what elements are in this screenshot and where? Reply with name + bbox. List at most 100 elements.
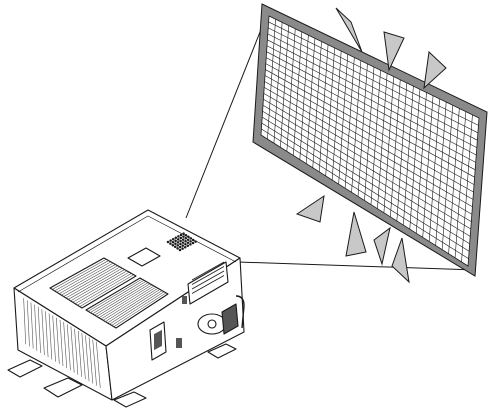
grille-dot <box>181 244 185 247</box>
grid-line-horizontal <box>263 93 473 215</box>
front-vent-slot <box>92 339 97 386</box>
vent-slot <box>107 289 161 324</box>
front-vent-slot <box>34 304 38 351</box>
front-vent-slot <box>96 341 101 388</box>
screen-test-grid <box>261 19 479 262</box>
grille-dot <box>176 244 180 247</box>
grille-dot <box>178 245 182 249</box>
front-vent-slot <box>52 315 56 362</box>
grid-line-horizontal <box>264 87 473 208</box>
grille-dot <box>187 235 190 239</box>
vent-slot <box>77 273 132 306</box>
grid-line-horizontal <box>265 63 475 178</box>
front-vent-slot <box>41 309 45 356</box>
grid-line-horizontal <box>262 110 471 237</box>
vent-slot <box>63 265 118 297</box>
grille-dot <box>184 239 187 243</box>
grille-dot <box>181 247 184 250</box>
grille-dot <box>191 238 195 242</box>
grille-dot <box>186 238 190 242</box>
control-panel-slots <box>191 261 225 294</box>
lens-icon <box>207 319 217 329</box>
grid-line-horizontal <box>266 57 476 171</box>
vent-slot <box>98 284 153 318</box>
front-vent-slot <box>88 337 94 384</box>
grille-dot <box>189 237 193 240</box>
projector-foot <box>113 391 147 408</box>
front-vent-slot <box>30 302 34 349</box>
front-vent-slot <box>77 330 82 377</box>
front-vent-slot <box>37 306 41 353</box>
front-vent-slot <box>45 311 49 358</box>
grid-line-horizontal <box>268 21 479 126</box>
grille-dot <box>186 241 190 245</box>
grille-dot <box>194 240 197 243</box>
grille-dot <box>177 235 180 238</box>
grille-dot <box>189 243 192 246</box>
grille-dot <box>181 241 185 244</box>
front-vent-slot <box>56 317 60 364</box>
warning-triangle-icon <box>345 211 367 257</box>
grille-dot <box>174 239 177 243</box>
grille-dot <box>174 236 178 240</box>
vent-slot <box>96 283 151 317</box>
vent-slot <box>90 280 145 313</box>
grille-dot <box>179 233 183 237</box>
front-vent-slot <box>85 335 90 382</box>
vent-slot <box>102 286 157 321</box>
projector-foot <box>43 377 83 398</box>
grid-line-horizontal <box>264 81 474 200</box>
vent-slot <box>111 291 165 326</box>
warning-triangle-icon <box>423 50 447 90</box>
vent-slot <box>54 260 109 292</box>
grid-line-horizontal <box>261 122 470 252</box>
warning-triangle-icon <box>391 237 410 284</box>
top-access-panel <box>127 247 161 267</box>
grille-dot <box>186 244 190 248</box>
grille-dot <box>173 245 177 249</box>
grille-dot <box>191 241 195 245</box>
grid-line-horizontal <box>263 99 472 222</box>
vent-slot <box>79 274 134 307</box>
grille-dot <box>183 245 187 249</box>
vent-slot <box>100 285 155 320</box>
vent-slot <box>74 271 130 304</box>
grid-line-horizontal <box>261 128 469 259</box>
vent-slot <box>109 290 163 325</box>
vent-slot <box>113 292 167 327</box>
projector-foot <box>7 359 43 378</box>
control-slot <box>191 270 225 290</box>
grid-line-horizontal <box>266 45 477 156</box>
grille-dot <box>184 233 188 237</box>
grille-dot <box>176 238 180 241</box>
grid-line-horizontal <box>264 75 474 193</box>
top-grille <box>166 232 197 252</box>
connector-block <box>154 329 162 351</box>
front-vent-slot <box>63 322 68 369</box>
vent-slot <box>87 278 143 312</box>
front-vent-slot <box>66 324 71 371</box>
grille-dot <box>179 242 182 246</box>
grille-dot <box>189 240 192 243</box>
front-vent-slot <box>70 326 75 373</box>
front-vent-slot <box>48 313 53 360</box>
grid-line-horizontal <box>267 33 478 141</box>
projector-foot <box>207 343 237 359</box>
grille-dot <box>176 247 179 250</box>
control-slot <box>191 261 225 281</box>
projector-top-edge <box>17 215 237 293</box>
vent-slot <box>52 259 107 290</box>
warning-triangle-icon <box>295 194 325 223</box>
small-port-icon <box>176 338 182 348</box>
front-vent-slot <box>81 333 86 380</box>
side-vent-block <box>221 303 239 335</box>
vent-slot <box>58 262 114 294</box>
grille-dot <box>166 240 170 244</box>
vent-slot <box>68 268 123 300</box>
vent-slot <box>61 264 116 296</box>
projection-beam <box>185 21 477 271</box>
front-vent-slot <box>59 319 64 367</box>
beam-lower-line <box>237 261 477 271</box>
